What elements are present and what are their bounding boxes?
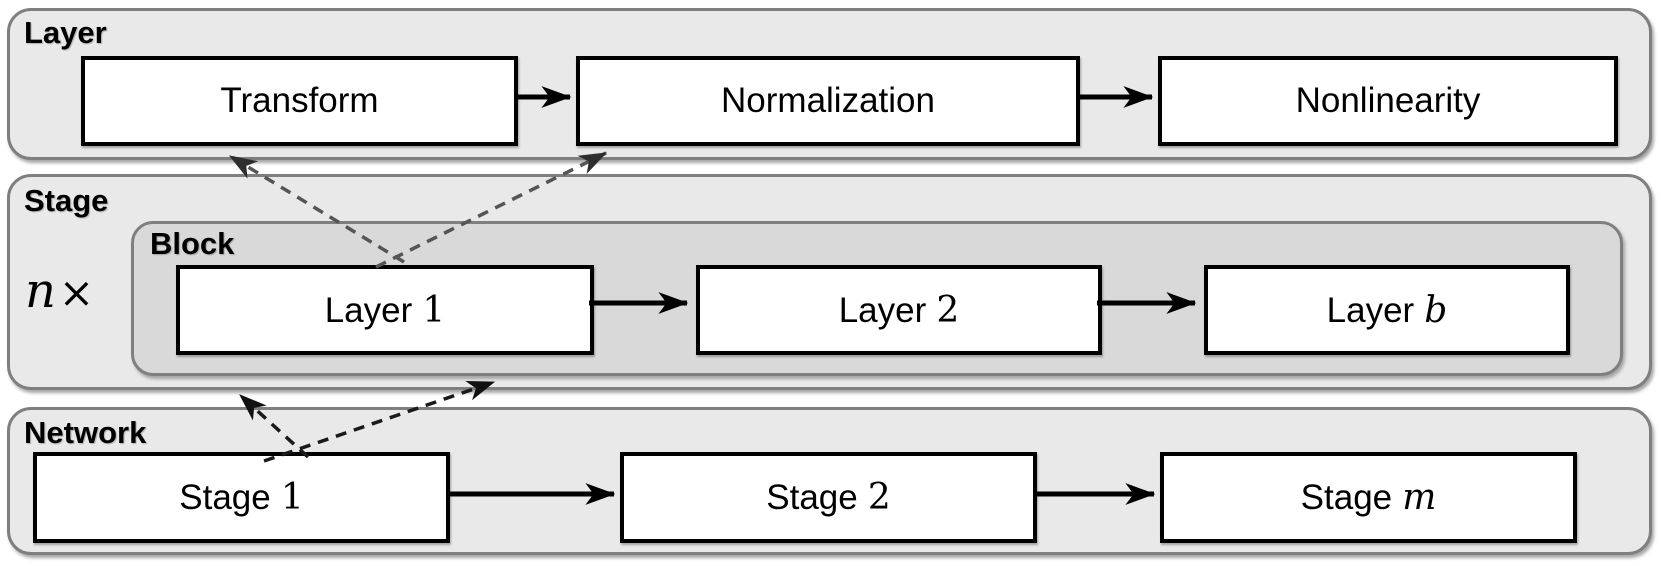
box-nonlinearity-label: Nonlinearity xyxy=(1295,81,1481,120)
group-network-label: Network xyxy=(24,415,147,450)
box-layer-1-word: Layer xyxy=(324,290,413,330)
box-transform: Transform xyxy=(81,56,518,146)
box-transform-label: Transform xyxy=(220,81,379,120)
group-block-label: Block xyxy=(150,226,235,261)
box-stage-m-word: Stage xyxy=(1300,478,1393,517)
box-stage-1-word: Stage xyxy=(179,478,271,517)
times-symbol: × xyxy=(58,268,95,317)
box-normalization-label: Normalization xyxy=(721,81,935,120)
box-layer-b-index: b xyxy=(1424,289,1448,331)
box-nonlinearity: Nonlinearity xyxy=(1158,56,1618,146)
box-layer-2-word: Layer xyxy=(838,290,927,330)
box-stage-2-word: Stage xyxy=(766,478,858,517)
group-stage-label: Stage xyxy=(24,183,109,218)
box-stage-2-index: 2 xyxy=(867,477,891,518)
box-stage-1-index: 1 xyxy=(280,477,304,518)
box-stage-m-index: m xyxy=(1402,477,1437,518)
box-normalization: Normalization xyxy=(576,56,1080,146)
repeat-multiplier-n: n xyxy=(25,263,56,319)
box-layer-1-index: 1 xyxy=(422,289,446,331)
box-layer-2-index: 2 xyxy=(936,289,960,331)
group-layer-label: Layer xyxy=(24,15,107,50)
box-layer-b-word: Layer xyxy=(1326,290,1415,330)
group-layer: Layer Transform Normalization Nonlineari… xyxy=(7,8,1652,160)
repeat-multiplier: n× xyxy=(25,263,94,319)
